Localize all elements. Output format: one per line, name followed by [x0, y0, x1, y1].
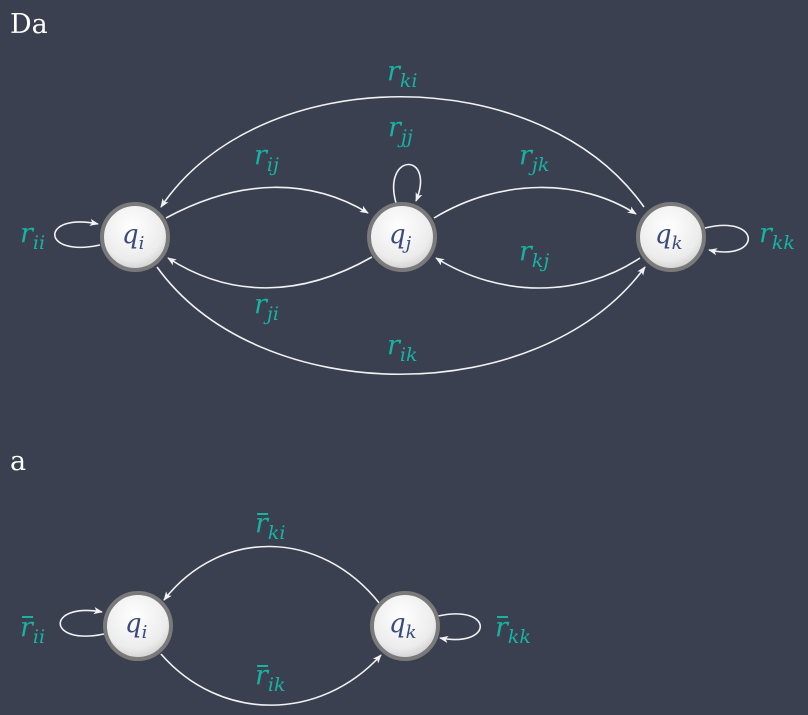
- state-qi-bottom: qi: [103, 591, 173, 661]
- edge-bar-ii: [59, 607, 105, 637]
- edge-label-ij: rij: [254, 140, 279, 176]
- state-label: qj: [389, 220, 412, 254]
- edge-jk: [433, 186, 637, 219]
- state-circle: [370, 591, 440, 661]
- edge-kj: [435, 257, 641, 289]
- edge-ki: [160, 95, 645, 208]
- state-label: qk: [389, 609, 417, 643]
- edge-label-bar-kk: rkk: [495, 612, 531, 648]
- svg-text:rii: rii: [20, 612, 45, 648]
- edge-label-ki: rki: [387, 56, 418, 92]
- edge-ji: [167, 256, 373, 289]
- svg-text:rki: rki: [255, 508, 286, 544]
- section-label-bottom: a: [10, 446, 26, 477]
- state-qj: qj: [367, 202, 437, 272]
- svg-text:rkk: rkk: [495, 612, 531, 648]
- state-circle: [100, 202, 170, 272]
- edge-ik: [156, 266, 646, 376]
- edge-label-ji: rji: [254, 289, 279, 325]
- edge-jj: [393, 163, 423, 204]
- edge-label-bar-ik: rik: [255, 660, 286, 696]
- state-circle: [103, 591, 173, 661]
- edge-label-ii: rii: [20, 218, 45, 254]
- section-label-top: Da: [10, 9, 48, 40]
- state-circle: [636, 202, 706, 272]
- state-label: qk: [655, 220, 683, 254]
- edge-label-bar-ki: rki: [255, 508, 286, 544]
- edge-ij: [165, 186, 369, 219]
- edge-bar-kk: [437, 613, 481, 644]
- state-label: qi: [125, 609, 147, 643]
- edge-label-jk: rjk: [519, 140, 549, 176]
- edge-kk: [704, 224, 749, 256]
- edge-bar-ki: [163, 545, 381, 605]
- edge-label-ik: rik: [387, 330, 418, 366]
- svg-text:rik: rik: [255, 660, 286, 696]
- state-qk: qk: [636, 202, 706, 272]
- edge-bar-ik: [160, 653, 382, 706]
- state-circle: [367, 202, 437, 272]
- state-qk-bottom: qk: [370, 591, 440, 661]
- state-label: qi: [122, 220, 144, 254]
- edge-ii: [54, 218, 101, 249]
- edge-label-jj: rjj: [388, 112, 413, 148]
- state-qi: qi: [100, 202, 170, 272]
- edge-label-bar-ii: rii: [20, 612, 45, 648]
- edge-label-kk: rkk: [759, 218, 795, 254]
- edge-label-kj: rkj: [519, 236, 549, 272]
